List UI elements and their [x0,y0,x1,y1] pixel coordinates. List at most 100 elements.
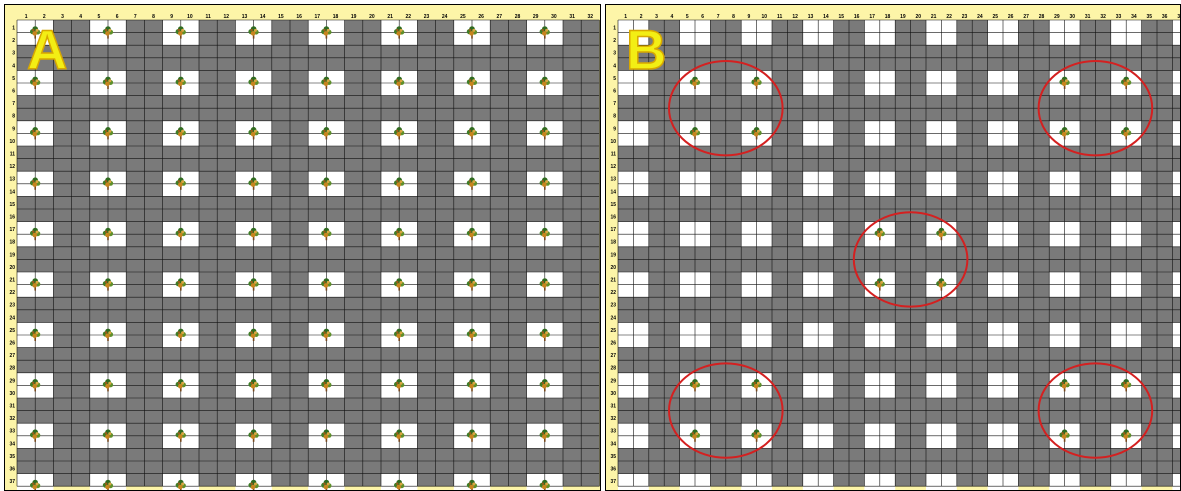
row-label: 34 [610,441,616,447]
row-label: 3 [613,51,616,57]
row-label: 7 [12,101,15,107]
row-label: 8 [613,114,616,120]
column-label: 16 [296,14,302,20]
column-label: 18 [885,14,891,20]
column-label: 34 [1131,14,1137,20]
row-label: 23 [9,303,15,309]
column-label: 6 [116,14,119,20]
row-label: 4 [12,63,15,69]
row-label: 28 [610,366,616,372]
row-label: 32 [610,416,616,422]
row-label: 26 [610,340,616,346]
column-label: 21 [387,14,393,20]
row-label: 5 [12,76,15,82]
column-label: 20 [916,14,922,20]
column-label: 21 [931,14,937,20]
row-label: 15 [610,202,616,208]
column-label: 4 [671,14,674,20]
column-label: 37 [1177,14,1180,20]
row-label: 1 [12,25,15,31]
column-label: 29 [1054,14,1060,20]
row-label: 13 [610,177,616,183]
row-label: 19 [610,252,616,258]
row-label: 20 [610,265,616,271]
row-label: 19 [9,252,15,258]
row-label: 33 [9,429,15,435]
column-label: 8 [152,14,155,20]
row-label: 6 [12,88,15,94]
row-label: 4 [613,63,616,69]
column-label: 9 [748,14,751,20]
row-label: 35 [9,454,15,460]
column-label: 16 [854,14,860,20]
column-label: 11 [777,14,783,20]
row-label: 17 [610,227,616,233]
row-label: 3 [12,51,15,57]
column-label: 8 [732,14,735,20]
row-label: 17 [9,227,15,233]
column-label: 9 [170,14,173,20]
row-label: 24 [610,315,616,321]
row-label: 32 [9,416,15,422]
column-label: 20 [369,14,375,20]
row-label: 28 [9,366,15,372]
column-label: 23 [962,14,968,20]
row-label: 35 [610,454,616,460]
column-label: 17 [869,14,875,20]
row-label: 10 [9,139,15,145]
row-label: 12 [610,164,616,170]
row-label: 27 [610,353,616,359]
row-label: 9 [12,126,15,132]
panel-a: 1234567891011121314151617181920212223242… [4,4,601,491]
row-label: 9 [613,126,616,132]
column-label: 27 [497,14,503,20]
column-label: 27 [1023,14,1029,20]
row-label: 2 [613,38,616,44]
column-label: 19 [351,14,357,20]
column-label: 19 [900,14,906,20]
column-label: 25 [460,14,466,20]
column-label: 6 [701,14,704,20]
row-label: 18 [610,240,616,246]
row-label: 2 [12,38,15,44]
row-label: 30 [9,391,15,397]
row-label: 31 [610,403,616,409]
row-label: 12 [9,164,15,170]
panel-label: A [27,18,67,81]
column-label: 31 [569,14,575,20]
row-label: 21 [610,277,616,283]
row-label: 31 [9,403,15,409]
column-label: 23 [424,14,430,20]
column-label: 28 [515,14,521,20]
column-label: 32 [588,14,594,20]
row-label: 22 [9,290,15,296]
column-label: 22 [946,14,952,20]
column-label: 10 [762,14,768,20]
row-label: 33 [610,429,616,435]
panel-b: 1234567891011121314151617181920212223242… [605,4,1181,491]
row-label: 37 [9,479,15,485]
row-label: 30 [610,391,616,397]
row-label: 14 [9,189,15,195]
column-label: 29 [533,14,539,20]
column-label: 13 [242,14,248,20]
column-label: 10 [187,14,193,20]
row-label: 23 [610,303,616,309]
column-label: 26 [1008,14,1014,20]
column-label: 12 [224,14,230,20]
row-label: 27 [9,353,15,359]
column-label: 31 [1085,14,1091,20]
column-label: 22 [406,14,412,20]
column-label: 26 [478,14,484,20]
column-label: 4 [79,14,82,20]
column-label: 30 [1070,14,1076,20]
column-label: 14 [260,14,266,20]
row-label: 20 [9,265,15,271]
column-label: 5 [686,14,689,20]
row-label: 13 [9,177,15,183]
row-label: 37 [610,479,616,485]
row-label: 16 [610,214,616,220]
column-label: 30 [551,14,557,20]
row-label: 14 [610,189,616,195]
